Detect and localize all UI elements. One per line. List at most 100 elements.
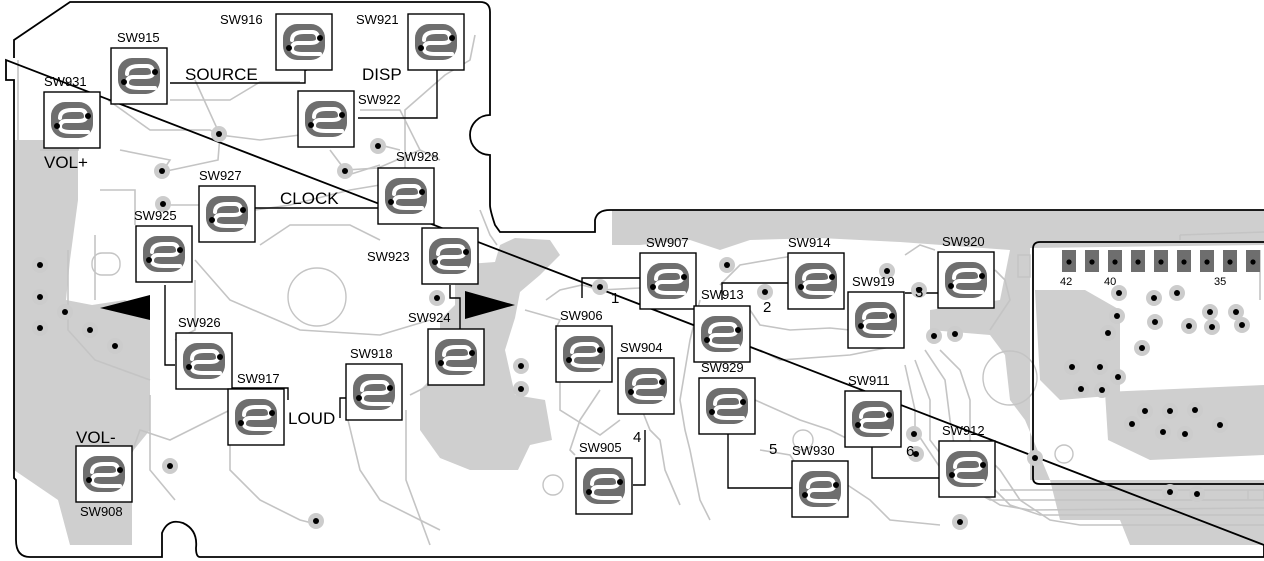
switch-contact <box>858 323 864 329</box>
via <box>592 279 608 295</box>
switch-label: SW916 <box>220 12 263 27</box>
via <box>370 138 386 154</box>
arrow-right-icon <box>465 291 515 319</box>
label-loud: LOUD <box>288 409 335 428</box>
switch-sw907: SW907 <box>639 235 697 310</box>
switch-label: SW921 <box>356 12 399 27</box>
switch-label: SW927 <box>199 168 242 183</box>
wire-917-loud <box>228 387 289 400</box>
switch-contact <box>979 273 985 279</box>
via <box>1187 402 1203 418</box>
label-vol-plus: VOL+ <box>44 153 88 172</box>
connector-inner-edge <box>1247 489 1264 501</box>
connector-pin <box>1131 250 1145 272</box>
switch-pad-gap <box>289 30 322 56</box>
wire-preset-1 <box>581 277 640 298</box>
switch-contact <box>948 283 954 289</box>
labels: SOURCE DISP VOL+ VOL- CLOCK LOUD 1 2 3 4… <box>44 65 1226 460</box>
via <box>1155 424 1171 440</box>
switch-pad-gap <box>359 380 392 406</box>
switch-pad-gap <box>861 308 894 334</box>
switch-label: SW925 <box>134 208 177 223</box>
switch-contact <box>117 467 123 473</box>
switch-contact <box>387 385 393 391</box>
switch-label: SW912 <box>942 423 985 438</box>
connector-pin <box>1154 250 1168 272</box>
switch-sw914: SW914 <box>787 235 845 310</box>
switch-contact <box>597 347 603 353</box>
via <box>1134 340 1150 356</box>
switch-label: SW929 <box>701 360 744 375</box>
via <box>32 289 48 305</box>
via <box>1169 285 1185 301</box>
switch-contact <box>798 284 804 290</box>
switch-pad-gap <box>421 30 454 56</box>
via <box>513 358 529 374</box>
wire-preset-4 <box>633 430 646 486</box>
switch-contact <box>469 350 475 356</box>
connector-pin <box>1246 250 1260 272</box>
mount-hole-small-c <box>1054 444 1074 464</box>
switch-label: SW920 <box>942 234 985 249</box>
via <box>211 126 227 142</box>
switch-sw926: SW926 <box>175 315 233 390</box>
switch-sw920: SW920 <box>937 234 995 309</box>
preset-label-2: 2 <box>763 299 771 316</box>
switch-contact <box>855 422 861 428</box>
preset-label-5: 5 <box>769 441 777 458</box>
switch-contact <box>85 113 91 119</box>
via <box>947 326 963 342</box>
switch-pad-gap <box>952 457 985 483</box>
switch-sw930: SW930 <box>791 443 849 518</box>
switch-contact <box>659 379 665 385</box>
connector-pins <box>1062 250 1260 272</box>
switch-sw911: SW911 <box>844 373 902 448</box>
switch-label: SW907 <box>646 235 689 250</box>
switch-pad-gap <box>241 405 274 431</box>
via <box>1146 290 1162 306</box>
switch-pad-gap <box>149 242 182 268</box>
via <box>719 257 735 273</box>
switch-contact <box>238 420 244 426</box>
copper-center-blob <box>420 238 560 470</box>
switch-sw908: SW908 <box>75 445 133 519</box>
preset-label-4: 4 <box>633 429 641 446</box>
via <box>1177 426 1193 442</box>
switch-sw928: SW928 <box>377 149 439 225</box>
wire-preset-6 <box>871 445 939 479</box>
via <box>154 163 170 179</box>
switch-contact <box>886 412 892 418</box>
pin-label-35: 35 <box>1214 276 1226 288</box>
switch-sw913: SW913 <box>693 287 751 363</box>
switch-pad-gap <box>435 244 468 270</box>
switch-pad-gap <box>441 345 474 371</box>
pad-square-hole <box>1017 254 1031 278</box>
preset-label-6: 6 <box>906 443 914 460</box>
via <box>911 282 927 298</box>
via <box>107 338 123 354</box>
via <box>1111 285 1127 301</box>
switch-label: SW918 <box>350 346 393 361</box>
via <box>926 328 942 344</box>
switch-pad-gap <box>212 202 245 228</box>
via <box>1202 304 1218 320</box>
switch-label: SW905 <box>579 440 622 455</box>
label-clock: CLOCK <box>280 189 339 208</box>
switch-wires <box>164 69 939 489</box>
wire-923-924 <box>449 285 461 330</box>
switch-label: SW930 <box>792 443 835 458</box>
via <box>337 163 353 179</box>
wire-preset-5 <box>727 432 793 489</box>
connector-pin <box>1223 250 1237 272</box>
via <box>1147 314 1163 330</box>
via <box>57 304 73 320</box>
via <box>1181 318 1197 334</box>
switch-sw906: SW906 <box>555 308 613 383</box>
switch-label: SW917 <box>237 371 280 386</box>
wire-918-loud <box>339 397 347 418</box>
switch-contact <box>709 409 715 415</box>
switch-pad-gap <box>712 394 745 420</box>
switch-contact <box>308 122 314 128</box>
mount-hole-small-a <box>542 474 564 496</box>
